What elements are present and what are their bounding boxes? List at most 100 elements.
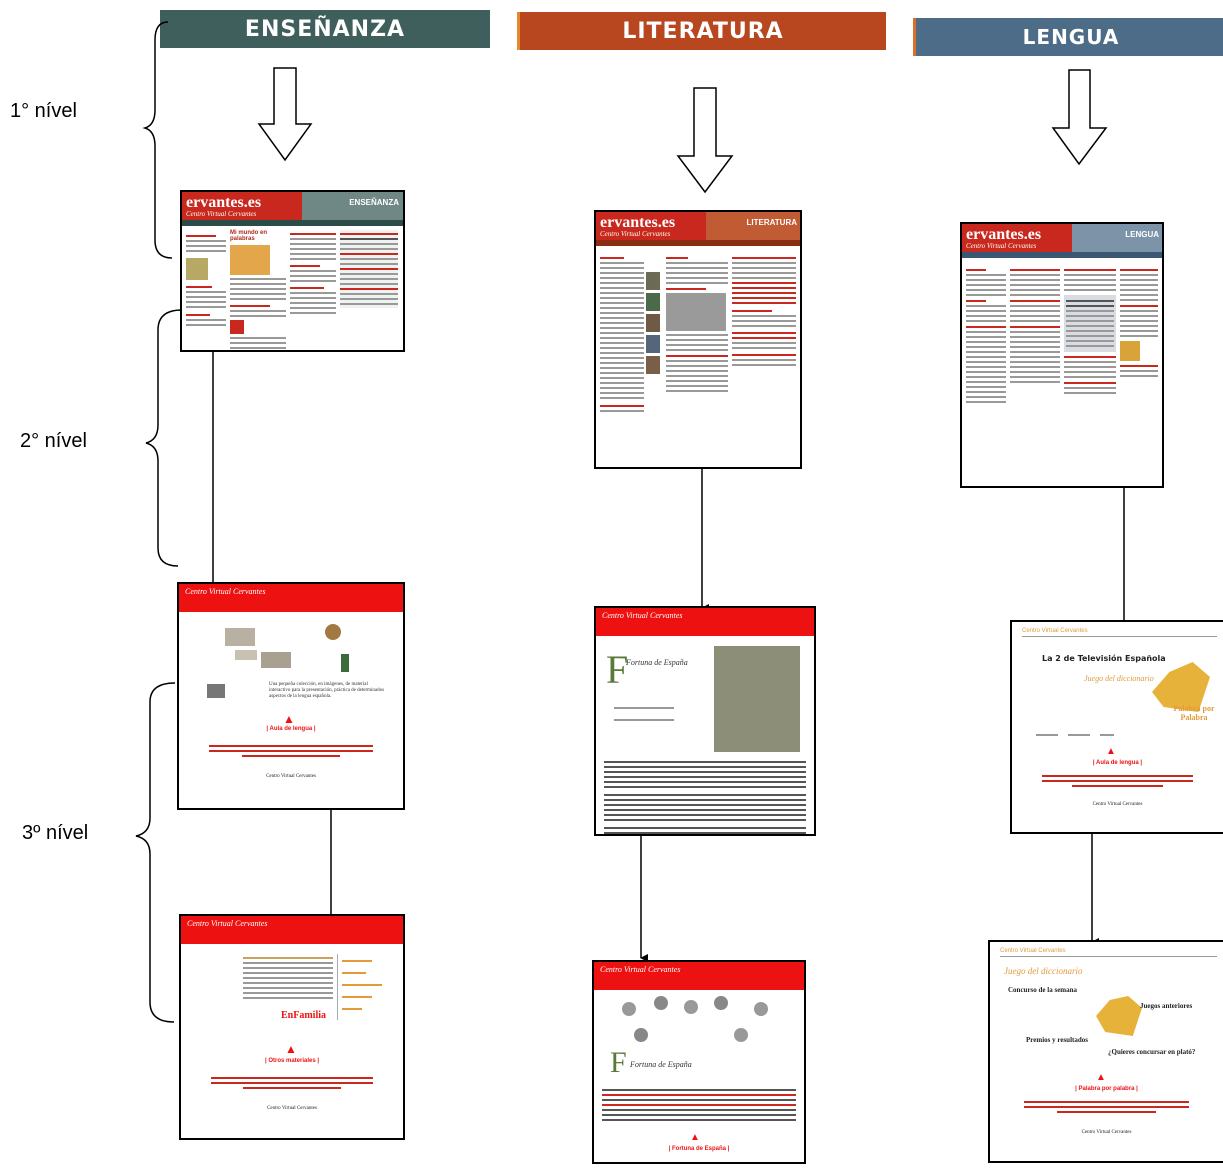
- up-arrow-icon[interactable]: ▲: [283, 712, 295, 726]
- thumb-image: [207, 684, 225, 698]
- footer-text: Centro Virtual Cervantes: [267, 1106, 317, 1111]
- aula-link[interactable]: | Aula de lengua |: [266, 726, 316, 732]
- section-banner: LENGUA: [1072, 224, 1162, 252]
- nav-strip: [962, 252, 1162, 258]
- thumb-image: [325, 624, 341, 640]
- middle-column: [1064, 266, 1116, 397]
- fortuna-initial: F: [606, 647, 629, 692]
- cvc-red-bar: Centro Virtual Cervantes: [179, 584, 403, 612]
- section-banner: LITERATURA: [706, 212, 800, 240]
- left-column: [186, 232, 226, 329]
- up-arrow-icon[interactable]: ▲: [690, 1132, 700, 1143]
- fortuna-title: Fortuna de España: [626, 658, 688, 667]
- side-links: [614, 704, 674, 724]
- screenshot-literatura-fortuna[interactable]: Centro Virtual Cervantes F Fortuna de Es…: [594, 606, 816, 836]
- screenshot-lengua-juego[interactable]: Centro Virtual Cervantes Juego del dicci…: [988, 940, 1223, 1163]
- brace-level-1: [142, 21, 173, 259]
- cvc-subtitle: Centro Virtual Cervantes: [966, 242, 1037, 250]
- prizes-link[interactable]: Premios y resultados: [1026, 1036, 1088, 1044]
- contest-plate-link[interactable]: ¿Quieres concursar en plató?: [1108, 1048, 1196, 1056]
- nav-strip: [182, 220, 403, 226]
- fortuna-initial: F: [610, 1046, 627, 1079]
- cvc-title: Centro Virtual Cervantes: [1022, 628, 1088, 634]
- fortuna-title: Fortuna de España: [630, 1060, 692, 1069]
- content-text: [243, 954, 333, 1002]
- center-column: [1010, 266, 1060, 386]
- footer-links: [211, 1074, 373, 1092]
- enfamilia-title: EnFamilia: [281, 1010, 327, 1021]
- screenshot-lengua-home[interactable]: ervantes.es Centro Virtual Cervantes LEN…: [960, 222, 1164, 488]
- center-column: [666, 254, 728, 395]
- up-arrow-icon[interactable]: ▲: [1106, 746, 1116, 757]
- previous-games-link[interactable]: Juegos anteriores: [1140, 1002, 1193, 1010]
- arrow-literatura: [676, 87, 734, 194]
- game-title: Juego del diccionario: [1004, 966, 1083, 976]
- menu-row: [1036, 726, 1136, 744]
- right-column: [732, 254, 796, 369]
- brace-level-2: [145, 309, 183, 567]
- cvc-red-bar: Centro Virtual Cervantes: [594, 962, 804, 990]
- header-literatura: LITERATURA: [517, 12, 886, 50]
- screenshot-ensenanza-enfamilia[interactable]: Centro Virtual Cervantes EnFamilia ▲ | O…: [179, 914, 405, 1140]
- body-text: [602, 1086, 796, 1124]
- cvc-subtitle: Centro Virtual Cervantes: [186, 210, 257, 218]
- engraving-image: [714, 646, 800, 752]
- footer-text: Centro Virtual Cervantes: [1081, 1130, 1132, 1135]
- mascot-image: [1096, 996, 1142, 1036]
- divider: [1000, 956, 1217, 957]
- palabra-logo: Palabra por Palabra: [1173, 704, 1215, 722]
- side-menu: [337, 954, 402, 1020]
- center-column: Mi mundo en palabras: [230, 230, 286, 350]
- middle-column: [290, 230, 336, 317]
- footer-links: [1042, 772, 1193, 790]
- thumb-image: [341, 654, 349, 672]
- screenshot-literatura-home[interactable]: ervantes.es Centro Virtual Cervantes LIT…: [594, 210, 802, 469]
- header-lengua: LENGUA: [913, 18, 1223, 56]
- arrow-lengua: [1051, 69, 1108, 166]
- body-text: [604, 758, 806, 834]
- otros-materiales-link[interactable]: | Otros materiales |: [264, 1058, 320, 1064]
- icon-grid: [614, 994, 784, 1054]
- thumb-image: [225, 628, 255, 646]
- cvc-title: Centro Virtual Cervantes: [1000, 948, 1066, 954]
- footer-text: Centro Virtual Cervantes: [1092, 802, 1143, 807]
- footer-text: Centro Virtual Cervantes: [266, 774, 316, 779]
- thumb-image: [235, 650, 257, 660]
- caption-text: Una pequeña colección, en imágenes, de m…: [269, 682, 385, 699]
- cvc-red-bar: Centro Virtual Cervantes: [596, 608, 814, 636]
- palabra-link[interactable]: | Palabra por palabra |: [1075, 1086, 1138, 1092]
- screenshot-ensenanza-home[interactable]: ervantes.es Centro Virtual Cervantes ENS…: [180, 190, 405, 352]
- cvc-logo: ervantes.es: [966, 226, 1042, 243]
- section-banner: ENSEÑANZA: [302, 192, 403, 220]
- contest-link[interactable]: Concurso de la semana: [1008, 986, 1078, 994]
- brace-level-3: [135, 682, 176, 1023]
- left-column: [600, 254, 644, 415]
- portrait-strip: [646, 272, 662, 377]
- up-arrow-icon[interactable]: ▲: [1096, 1072, 1106, 1083]
- right-column: [340, 230, 398, 308]
- up-arrow-icon[interactable]: ▲: [285, 1042, 297, 1056]
- nav-strip: [596, 240, 800, 246]
- cvc-subtitle: Centro Virtual Cervantes: [600, 230, 671, 238]
- right-column: [1120, 266, 1158, 380]
- tv-title: La 2 de Televisión Española: [1042, 654, 1166, 663]
- thumb-image: [261, 652, 291, 668]
- screenshot-ensenanza-materials[interactable]: Centro Virtual Cervantes Una pequeña col…: [177, 582, 405, 810]
- screenshot-lengua-palabra[interactable]: Centro Virtual Cervantes La 2 de Televis…: [1010, 620, 1223, 834]
- footer-links: [1024, 1098, 1189, 1116]
- header-ensenanza: ENSEÑANZA: [160, 10, 490, 48]
- game-title[interactable]: Juego del diccionario: [1084, 674, 1154, 683]
- left-column: [966, 266, 1006, 406]
- footer-links: [209, 742, 373, 760]
- cvc-logo: ervantes.es: [600, 214, 676, 231]
- level-3-label: 3º nível: [22, 822, 89, 844]
- aula-link[interactable]: | Aula de lengua |: [1092, 760, 1143, 766]
- level-1-label: 1° nível: [10, 100, 77, 122]
- level-2-label: 2° nível: [20, 430, 87, 452]
- fortuna-link[interactable]: | Fortuna de España |: [668, 1146, 730, 1152]
- divider: [1022, 636, 1217, 637]
- arrow-ensenanza: [257, 67, 313, 162]
- cvc-red-bar: Centro Virtual Cervantes: [181, 916, 403, 944]
- cvc-logo: ervantes.es: [186, 194, 262, 211]
- screenshot-literatura-fortuna-index[interactable]: Centro Virtual Cervantes F Fortuna de Es…: [592, 960, 806, 1164]
